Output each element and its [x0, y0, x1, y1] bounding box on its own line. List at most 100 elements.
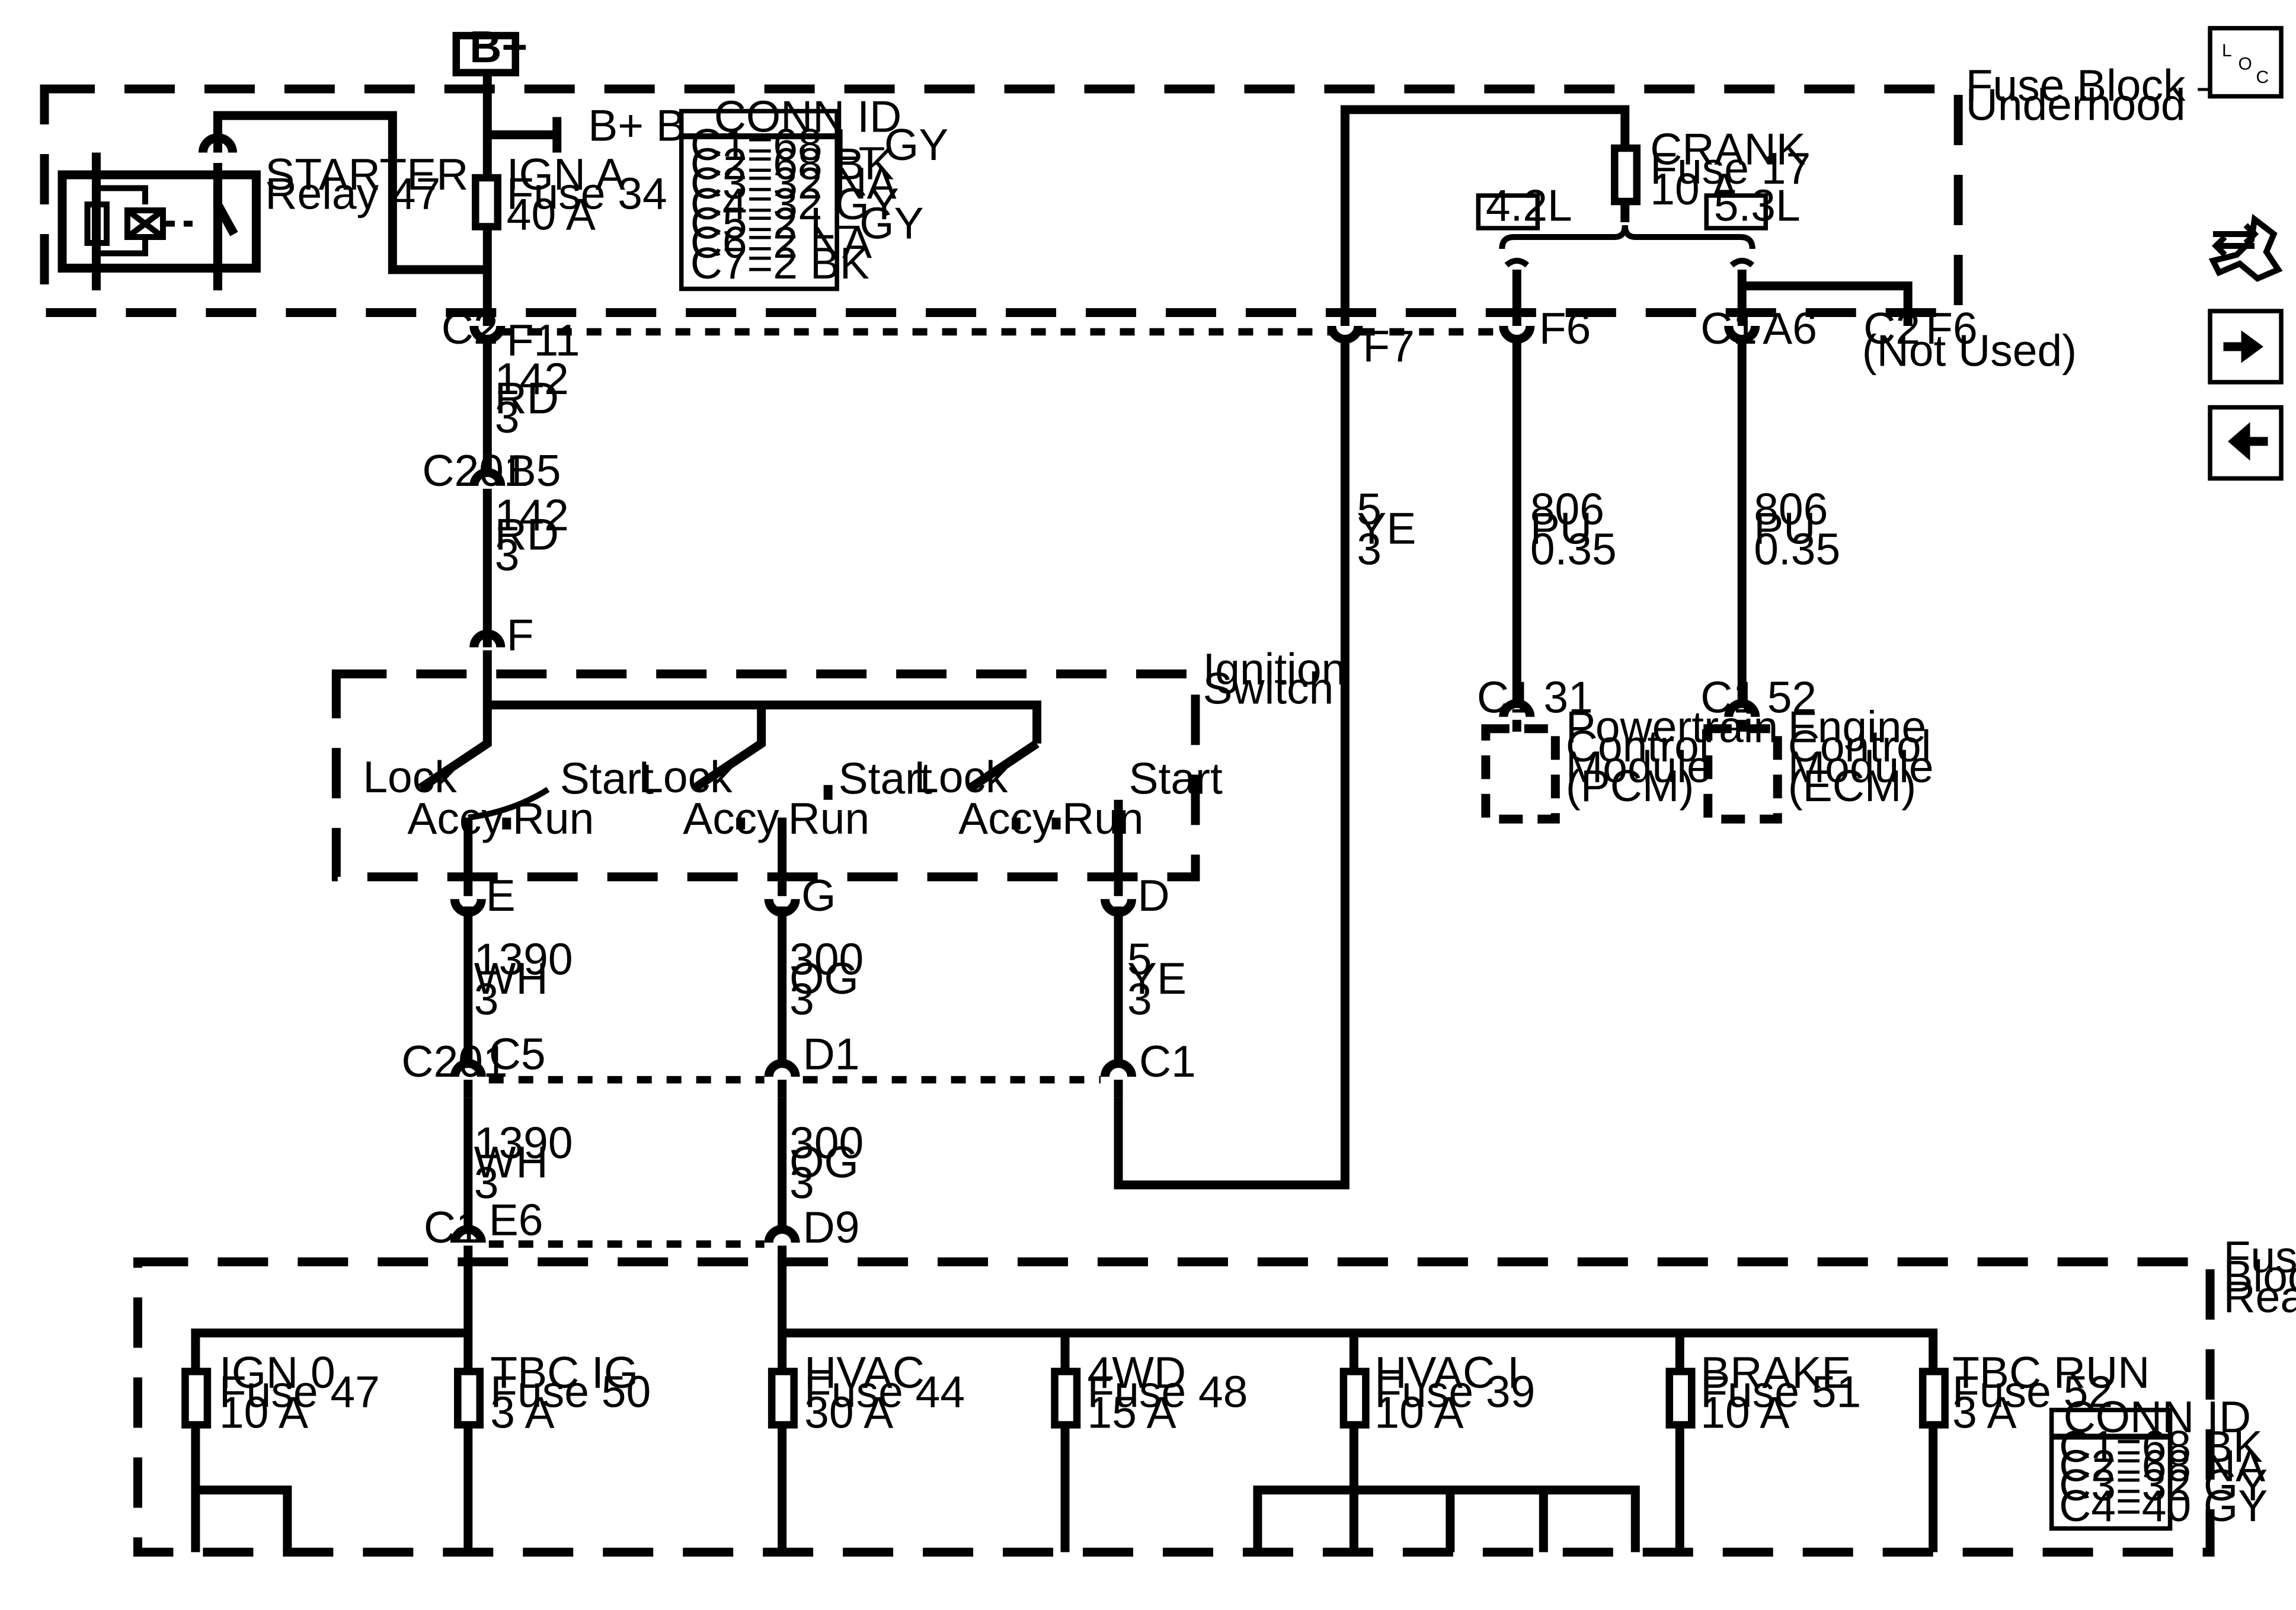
wire-5-gauge: 3 — [1127, 974, 1152, 1024]
relay-feed-wire — [213, 111, 488, 274]
switch1-lock: Lock — [363, 752, 457, 802]
conn-label-d1: D1 — [803, 1029, 860, 1079]
wire-142-circuit: 142 — [495, 490, 569, 540]
wire-1390-gauge: 3 — [474, 1158, 499, 1208]
starter-relay-name: STARTER — [265, 149, 468, 199]
fuse-brake-name: BRAKE — [1700, 1347, 1851, 1397]
previous-page-button[interactable] — [2208, 405, 2284, 481]
fuse-ign-0-name: IGN 0 — [219, 1347, 335, 1397]
fuse-hvac — [768, 1368, 798, 1429]
fuse-tbc-ig-rating: 3 A — [490, 1387, 554, 1437]
pcm-name-2: Control — [1566, 721, 1709, 771]
wire-300-circuit: 300 — [789, 1118, 864, 1168]
fuse-crank — [1611, 144, 1641, 206]
wire-806-circuit: 806 — [1530, 484, 1604, 534]
fuse-4wd-number: Fuse 48 — [1088, 1366, 1248, 1416]
wrench-icon[interactable] — [2208, 213, 2283, 282]
conn-label-c5: C5 — [489, 1029, 546, 1079]
switch2-start: Start — [839, 754, 932, 804]
starter-relay-box — [57, 170, 261, 273]
rear-bus-left — [191, 1329, 468, 1372]
conn-label-e: E — [486, 870, 516, 920]
conn-id-underhood-row: C7=2 BK — [690, 238, 869, 288]
fuse-hvac-i-name: HVAC I — [1374, 1347, 1519, 1397]
switch3-lock: Lock — [914, 752, 1008, 802]
ignition-switch-contact-2 — [692, 705, 766, 792]
pcm-name-4: (PCM) — [1566, 761, 1694, 811]
wire-1390-color: WH — [474, 953, 548, 1003]
wire-5-circuit: 5 — [1127, 934, 1152, 984]
ecm-name-1: Engine — [1788, 702, 1926, 751]
fuse-ign-a-name: IGN A — [507, 149, 625, 199]
rear-fuse-4wd: 4WD Fuse 48 15 A — [1051, 1347, 1248, 1437]
connector-c201-c5 — [450, 1059, 486, 1077]
wire-5-gauge: 3 — [1357, 524, 1382, 574]
fuse-tbc-run — [1918, 1368, 1949, 1429]
wire-142-gauge: 3 — [495, 530, 520, 580]
switch2-lock: Lock — [638, 752, 733, 802]
ecm-name-2: Control — [1788, 721, 1932, 771]
switch1-run: Run — [513, 793, 594, 843]
rear-fuse-ign-0: IGN 0 Fuse 47 10 A — [181, 1347, 380, 1437]
arrow-left-icon[interactable] — [2228, 422, 2250, 461]
fuse-4wd — [1051, 1368, 1081, 1429]
ecm-module — [1703, 724, 1782, 824]
rear-bus-right — [782, 1329, 1938, 1372]
conn-id-rear-row: C1=68 BK — [2059, 1422, 2263, 1471]
wire-806-gauge: 0.35 — [1754, 524, 1840, 574]
pcm-name-1: Powertrain — [1566, 702, 1778, 751]
pcm-name-3: Module — [1566, 742, 1712, 792]
ignition-switch-title-1: Ignition — [1203, 644, 1346, 694]
fuse-tbc-ig-name: TBC IG — [490, 1347, 638, 1397]
pcm-connector-label: C1 — [1477, 672, 1534, 722]
next-page-button[interactable] — [2208, 309, 2284, 385]
conn-label-c1: C1 — [1700, 303, 1757, 353]
conn-label-d: D — [1138, 870, 1170, 920]
fuse-brake-number: Fuse 51 — [1700, 1366, 1861, 1416]
conn-id-rear-title: CONN ID — [2064, 1392, 2252, 1442]
crank-feed-wire — [1340, 105, 1630, 326]
engine-tag-5-3l-label: 5.3L — [1714, 181, 1801, 231]
next-button-frame[interactable] — [2208, 309, 2284, 385]
engine-tag-4-2l — [1476, 193, 1540, 231]
wire-300-color: OG — [789, 953, 859, 1003]
fuse-tbc-run-rating: 3 A — [1952, 1387, 2016, 1437]
conn-label-f7: F7 — [1363, 321, 1415, 371]
conn-label-c1-rear: C1 — [424, 1202, 481, 1252]
loc-button[interactable]: L O C — [2208, 25, 2284, 99]
fuse-ign-0-rating: 10 A — [219, 1387, 308, 1437]
conn-label-f6-not-used: F6 — [1926, 303, 1978, 353]
connector-c1-mid — [1101, 1059, 1137, 1077]
conn-label-f: F — [507, 610, 534, 660]
conn-id-underhood-row: C6=2 NA — [690, 217, 872, 267]
not-used-branch — [1742, 281, 1913, 326]
fuse-block-rear-title-2: Block – — [2224, 1251, 2296, 1301]
b-plus-bus-stub — [487, 117, 562, 153]
fuse-block-underhood-outline — [40, 84, 1963, 317]
conn-label-c201: C201 — [422, 446, 528, 495]
fuse-4wd-rating: 15 A — [1088, 1387, 1176, 1437]
ignition-switch-contact-3 — [967, 740, 1040, 792]
ignition-switch-contact-1 — [418, 705, 492, 792]
loc-icon[interactable] — [2208, 25, 2284, 99]
conn-label-a6: A6 — [1763, 303, 1817, 353]
fuse-brake-rating: 10 A — [1700, 1387, 1789, 1437]
connector-pcm-c1 — [1499, 699, 1535, 718]
fuse-block-underhood-title-2: Underhood — [1966, 80, 2186, 130]
wire-1390-circuit: 1390 — [474, 934, 573, 984]
conn-id-rear-row: C2=68 NA — [2059, 1441, 2265, 1490]
ecm-pin-label: 52 — [1767, 672, 1817, 722]
conn-id-underhood-row: C5=2 L–GY — [690, 198, 924, 248]
component-view-button[interactable] — [2208, 213, 2283, 282]
rear-fuse-brake: BRAKE Fuse 51 10 A — [1665, 1347, 1861, 1437]
wire-1390-gauge: 3 — [474, 974, 499, 1024]
conn-id-underhood-row: C2=68 BK — [690, 139, 894, 189]
wire-1390-color: WH — [474, 1137, 548, 1187]
fuse-ign-0 — [181, 1368, 212, 1429]
loc-letter: C — [2256, 68, 2269, 87]
fuse-ign-a — [472, 174, 502, 231]
switch1-accy: Accy — [407, 793, 504, 843]
fuse-hvac-rating: 30 A — [804, 1387, 893, 1437]
not-used-label: (Not Used) — [1862, 325, 2077, 375]
